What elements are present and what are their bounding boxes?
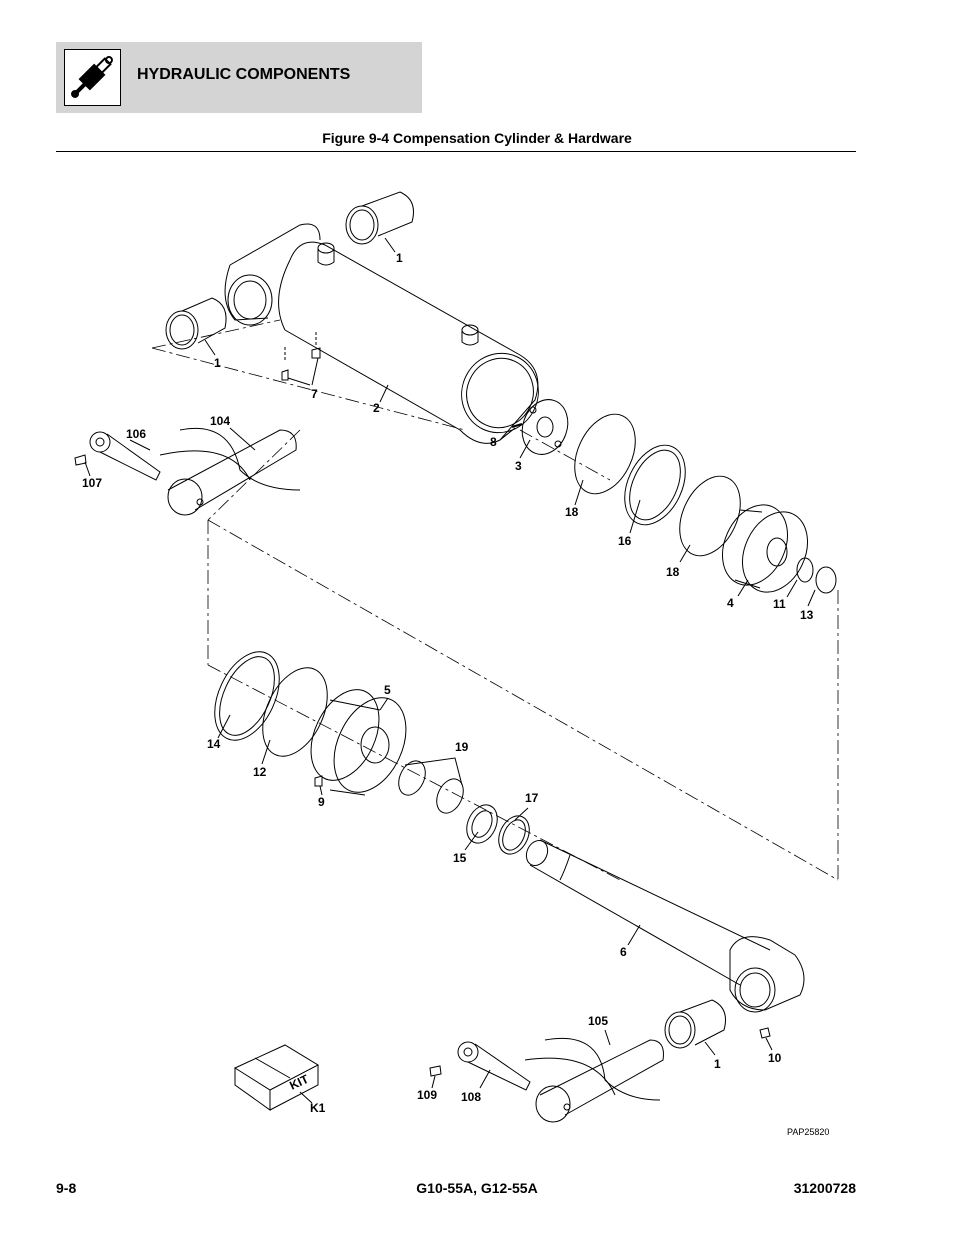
- callout-8: 8: [490, 435, 497, 449]
- figure-title: Figure 9-4 Compensation Cylinder & Hardw…: [322, 130, 632, 146]
- callout-108: 108: [461, 1090, 481, 1104]
- callout-1: 1: [396, 251, 403, 265]
- callout-6: 6: [620, 945, 627, 959]
- callout-17: 17: [525, 791, 539, 805]
- callout-18: 18: [565, 505, 579, 519]
- bushing-top-right: [345, 191, 414, 245]
- bushing-top-left: [165, 297, 227, 350]
- callout-106: 106: [126, 427, 146, 441]
- title-divider: [56, 151, 856, 152]
- callout-10: 10: [768, 1051, 782, 1065]
- document-number: 31200728: [793, 1180, 856, 1196]
- callout-2: 2: [373, 401, 380, 415]
- callout-5: 5: [384, 683, 391, 697]
- cylinder-barrel: [224, 223, 539, 444]
- callout-109: 109: [417, 1088, 437, 1102]
- callout-3: 3: [515, 459, 522, 473]
- callout-15: 15: [453, 851, 467, 865]
- piston-rod: [525, 839, 805, 1013]
- bushing-lower: [664, 999, 726, 1049]
- callout-1: 1: [214, 356, 221, 370]
- callout-9: 9: [318, 795, 325, 809]
- callout-7: 7: [311, 387, 318, 401]
- callout-4: 4: [727, 596, 734, 610]
- hydraulic-cylinder-icon: [64, 49, 121, 106]
- kit-box-icon: [233, 1044, 320, 1111]
- port-flange: [521, 399, 569, 455]
- cylinder-head: [310, 689, 407, 796]
- callout-13: 13: [800, 608, 814, 622]
- callout-k1: K1: [310, 1101, 326, 1115]
- callout-11: 11: [773, 597, 786, 611]
- callout-19: 19: [455, 740, 469, 754]
- callout-104: 104: [210, 414, 230, 428]
- callout-18: 18: [666, 565, 680, 579]
- model-number: G10-55A, G12-55A: [416, 1180, 538, 1196]
- figure-code: PAP25820: [787, 1127, 830, 1137]
- page-number: 9-8: [56, 1180, 77, 1196]
- callout-105: 105: [588, 1014, 608, 1028]
- callout-1: 1: [714, 1057, 721, 1071]
- section-title: HYDRAULIC COMPONENTS: [137, 66, 351, 83]
- piston: [722, 504, 808, 593]
- callout-107: 107: [82, 476, 102, 490]
- callout-12: 12: [253, 765, 267, 779]
- callout-16: 16: [618, 534, 632, 548]
- callout-14: 14: [207, 737, 221, 751]
- kit-label: KIT: [287, 1072, 311, 1093]
